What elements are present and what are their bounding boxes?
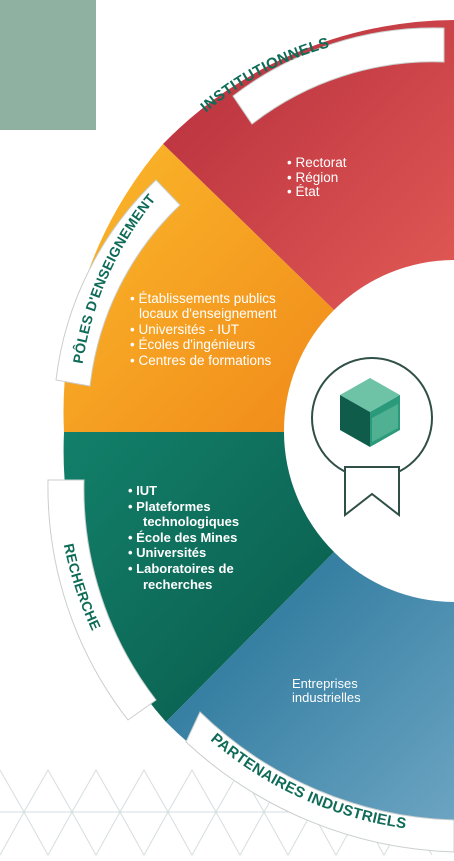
list-item: • Rectorat (287, 155, 347, 170)
list-item: locaux d'enseignement (139, 306, 277, 322)
list-item: • IUT (128, 483, 158, 498)
list-item: • Écoles d'ingénieurs (130, 337, 256, 353)
list-item: recherches (143, 576, 213, 592)
list-item: • Universités (128, 545, 207, 561)
institutionnels-list: • Rectorat • Région • État (287, 155, 347, 200)
list-item: • Région (287, 169, 339, 185)
tab-institutionnels (232, 27, 445, 125)
list-item: • École des Mines (128, 529, 238, 545)
list-item: • Universités - IUT (130, 321, 239, 337)
list-item: • Centres de formations (130, 352, 272, 368)
segment-recherche (63, 432, 335, 722)
tab-poles (55, 179, 181, 387)
cube-logo-icon (340, 378, 400, 447)
list-item: • Établissements publics (130, 291, 276, 306)
recherche-list: • IUT • Plateformes technologiques • Éco… (128, 483, 239, 592)
list-item: • Laboratoires de (128, 560, 234, 576)
accent-square (0, 0, 96, 130)
logo-medallion (311, 357, 433, 518)
partenaires-list: Entreprises industrielles (292, 676, 361, 706)
list-item: • État (287, 184, 320, 200)
tab-recherche (47, 479, 157, 721)
list-item: Entreprises (292, 676, 358, 691)
tab-partenaires (185, 711, 454, 853)
list-item: industrielles (292, 690, 361, 706)
list-item: technologiques (143, 514, 240, 530)
list-item: • Plateformes (128, 498, 211, 514)
segment-institutionnels (163, 20, 454, 310)
poles-list: • Établissements publics locaux d'enseig… (130, 291, 277, 368)
